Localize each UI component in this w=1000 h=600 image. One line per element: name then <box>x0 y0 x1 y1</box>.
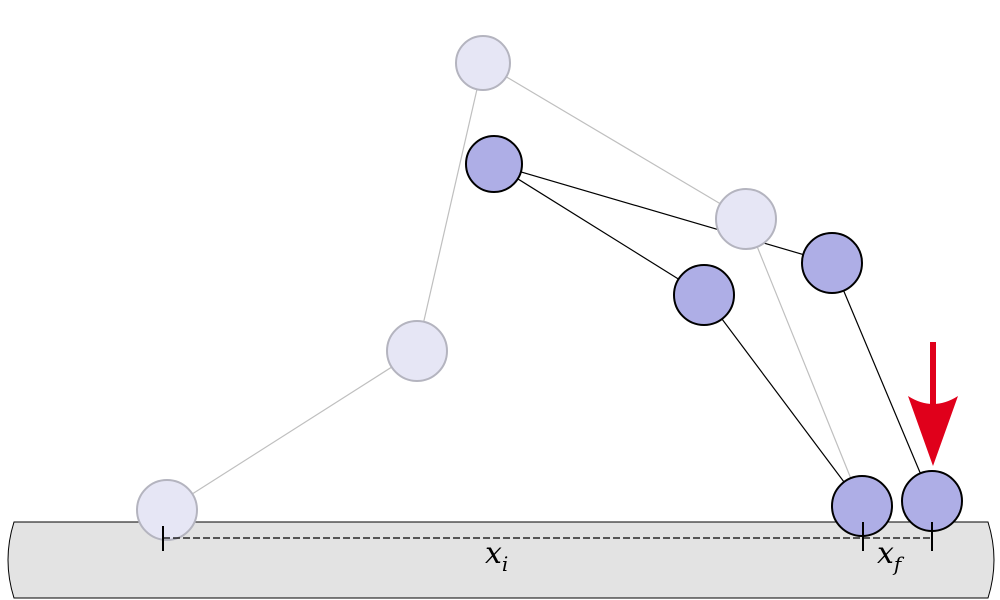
ghost-joint <box>386 320 448 382</box>
active-links <box>493 163 933 507</box>
active-link <box>703 294 863 507</box>
ghost-link <box>416 62 484 352</box>
ground-surface <box>7 521 995 599</box>
ghost-link <box>745 218 863 507</box>
ghost-links <box>166 62 863 511</box>
ghost-joint <box>455 35 511 91</box>
ghost-joint <box>715 188 777 250</box>
active-link <box>831 262 933 502</box>
active-link <box>493 163 833 264</box>
active-joint <box>801 232 863 294</box>
label-x-i: xi <box>485 536 508 576</box>
ghost-joint <box>136 479 198 541</box>
ghost-joints <box>136 35 777 541</box>
active-joint <box>465 135 523 193</box>
measurement <box>162 522 933 551</box>
active-joints <box>465 135 963 537</box>
active-link <box>493 163 705 296</box>
ghost-link <box>482 62 747 220</box>
active-joint <box>673 264 735 326</box>
ghost-link <box>166 350 418 511</box>
down-arrow-icon <box>908 342 958 466</box>
